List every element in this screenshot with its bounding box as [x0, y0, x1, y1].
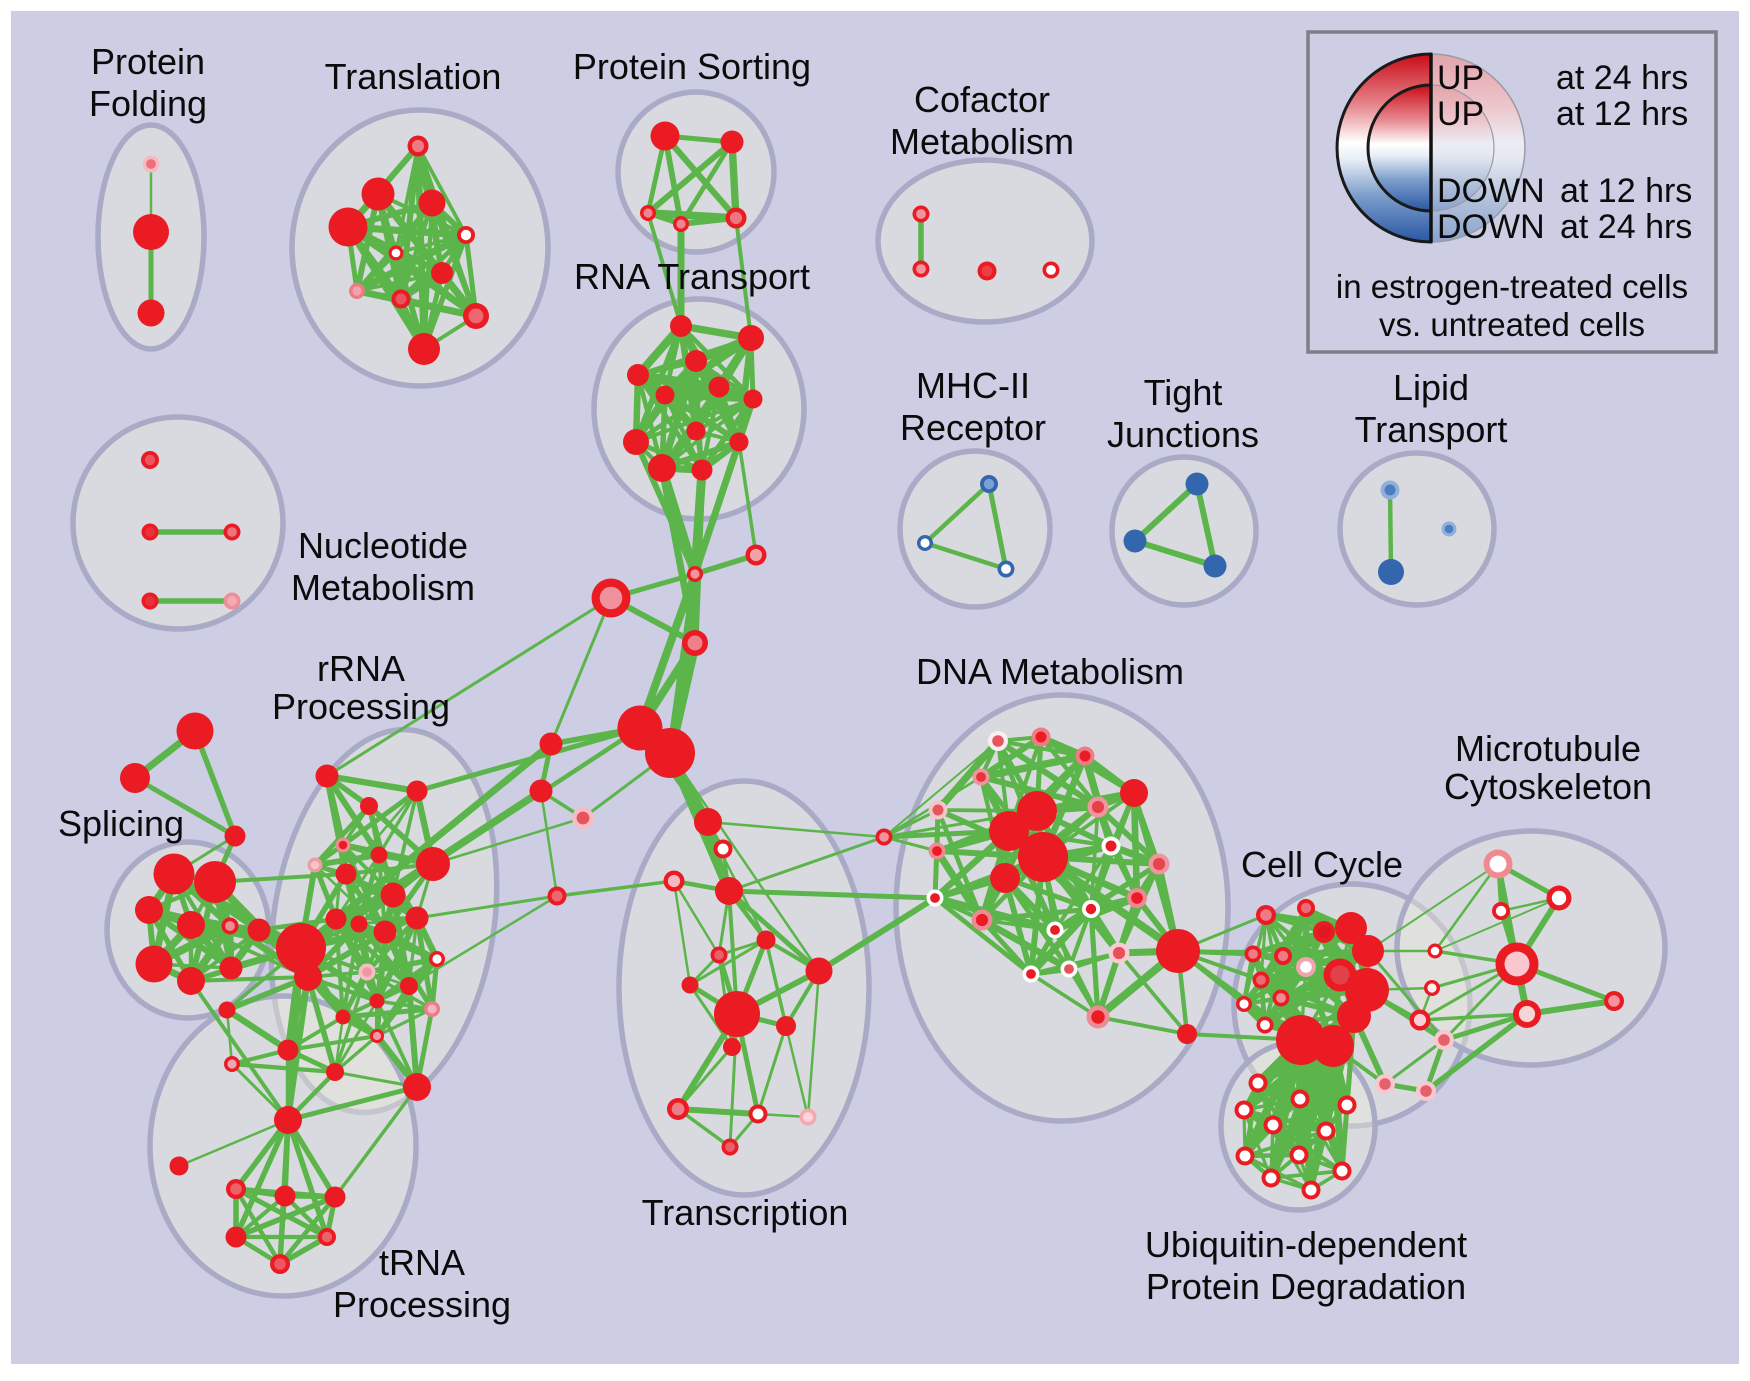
svg-text:Metabolism: Metabolism — [890, 121, 1074, 162]
svg-text:in estrogen-treated cells: in estrogen-treated cells — [1336, 268, 1688, 305]
svg-text:Junctions: Junctions — [1107, 414, 1259, 455]
svg-text:Protein Sorting: Protein Sorting — [573, 46, 811, 87]
svg-text:tRNA: tRNA — [379, 1242, 465, 1283]
svg-text:Folding: Folding — [89, 83, 207, 124]
svg-text:Processing: Processing — [333, 1284, 511, 1325]
svg-text:Protein: Protein — [91, 41, 205, 82]
svg-text:DNA Metabolism: DNA Metabolism — [916, 651, 1184, 692]
svg-text:Transcription: Transcription — [642, 1192, 849, 1233]
svg-text:Lipid: Lipid — [1393, 367, 1469, 408]
svg-text:DOWN: DOWN — [1437, 208, 1545, 246]
svg-text:vs. untreated cells: vs. untreated cells — [1379, 306, 1645, 343]
svg-text:Translation: Translation — [325, 56, 502, 97]
svg-text:MHC-II: MHC-II — [916, 365, 1030, 406]
svg-text:Transport: Transport — [1355, 409, 1508, 450]
svg-text:at 12 hrs: at 12 hrs — [1556, 95, 1688, 133]
svg-text:UP: UP — [1437, 95, 1484, 133]
svg-text:Splicing: Splicing — [58, 803, 184, 844]
svg-text:Tight: Tight — [1144, 372, 1223, 413]
svg-text:RNA Transport: RNA Transport — [574, 256, 810, 297]
svg-text:Cytoskeleton: Cytoskeleton — [1444, 766, 1652, 807]
svg-text:Nucleotide: Nucleotide — [298, 525, 468, 566]
svg-text:DOWN: DOWN — [1437, 172, 1545, 210]
svg-text:UP: UP — [1437, 59, 1484, 97]
svg-text:Protein Degradation: Protein Degradation — [1146, 1266, 1466, 1307]
svg-text:at 24 hrs: at 24 hrs — [1556, 59, 1688, 97]
svg-text:Ubiquitin-dependent: Ubiquitin-dependent — [1145, 1224, 1467, 1265]
svg-text:at 24 hrs: at 24 hrs — [1560, 208, 1692, 246]
svg-text:Cofactor: Cofactor — [914, 79, 1050, 120]
svg-text:at 12 hrs: at 12 hrs — [1560, 172, 1692, 210]
svg-text:Metabolism: Metabolism — [291, 567, 475, 608]
svg-text:Microtubule: Microtubule — [1455, 728, 1641, 769]
svg-text:Processing: Processing — [272, 686, 450, 727]
svg-text:Receptor: Receptor — [900, 407, 1046, 448]
svg-text:Cell Cycle: Cell Cycle — [1241, 844, 1403, 885]
svg-text:rRNA: rRNA — [317, 648, 405, 689]
